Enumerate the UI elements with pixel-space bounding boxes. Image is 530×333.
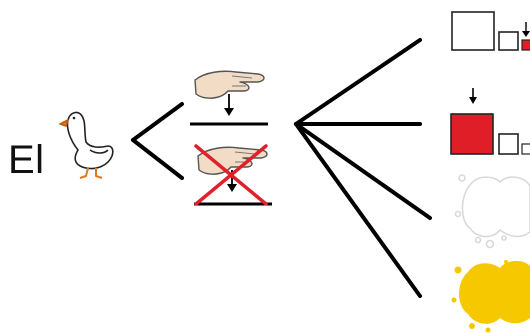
subject-branch [131,102,184,180]
object-branches [294,38,432,298]
big-square-small-squares-icon [451,11,530,51]
arrow-red-square-icon [450,88,530,155]
crossed-hand-pinch-down-icon [194,144,272,206]
white-splash-icon [454,174,530,249]
goose-icon [59,111,114,179]
yellow-splash-icon [451,260,530,333]
subject-word: El [8,138,45,182]
hand-pinch-down-icon [190,70,268,126]
